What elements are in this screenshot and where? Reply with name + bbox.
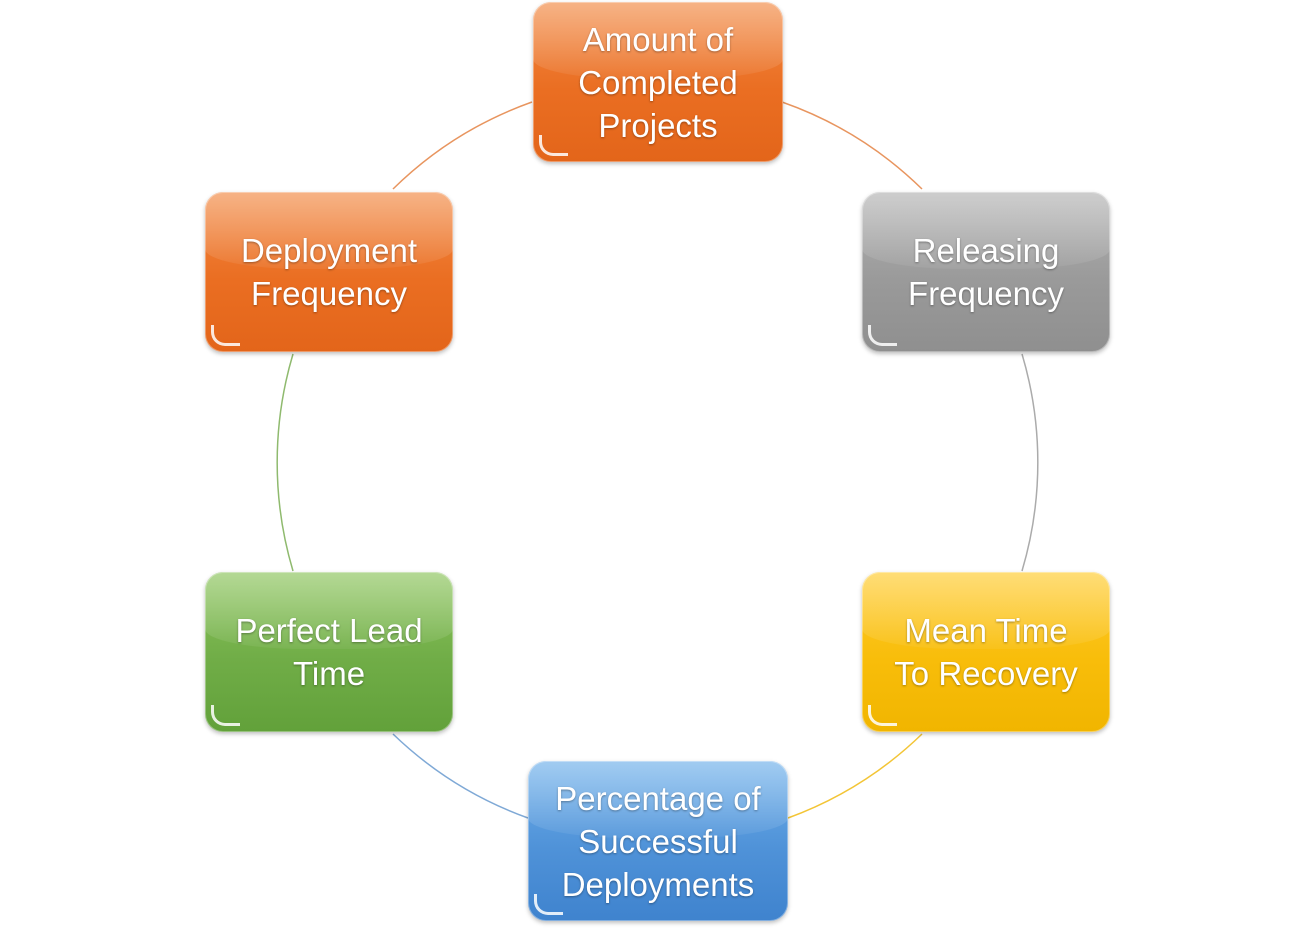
- node-amount-of-completed-projects: Amount of Completed Projects: [533, 2, 783, 162]
- node-label: Percentage of Successful Deployments: [555, 779, 761, 903]
- connector-mean-time-to-percentage: [787, 733, 923, 819]
- node-label: Releasing Frequency: [908, 232, 1064, 312]
- connector-deployment-to-amount: [392, 101, 533, 190]
- connector-lead-time-to-deployment: [276, 353, 294, 572]
- node-deployment-frequency: Deployment Frequency: [205, 192, 453, 352]
- node-perfect-lead-time: Perfect Lead Time: [205, 572, 453, 732]
- node-percentage-of-successful-deployments: Percentage of Successful Deployments: [528, 761, 788, 921]
- node-label: Perfect Lead Time: [235, 612, 423, 692]
- node-label: Amount of Completed Projects: [578, 20, 738, 144]
- node-label: Deployment Frequency: [240, 232, 418, 312]
- connector-percentage-to-lead-time: [392, 733, 529, 819]
- node-releasing-frequency: Releasing Frequency: [862, 192, 1110, 352]
- connector-releasing-to-mean-time: [1021, 353, 1039, 572]
- node-mean-time-to-recovery: Mean Time To Recovery: [862, 572, 1110, 732]
- node-label: Mean Time To Recovery: [894, 612, 1078, 692]
- connector-amount-to-releasing: [781, 101, 923, 190]
